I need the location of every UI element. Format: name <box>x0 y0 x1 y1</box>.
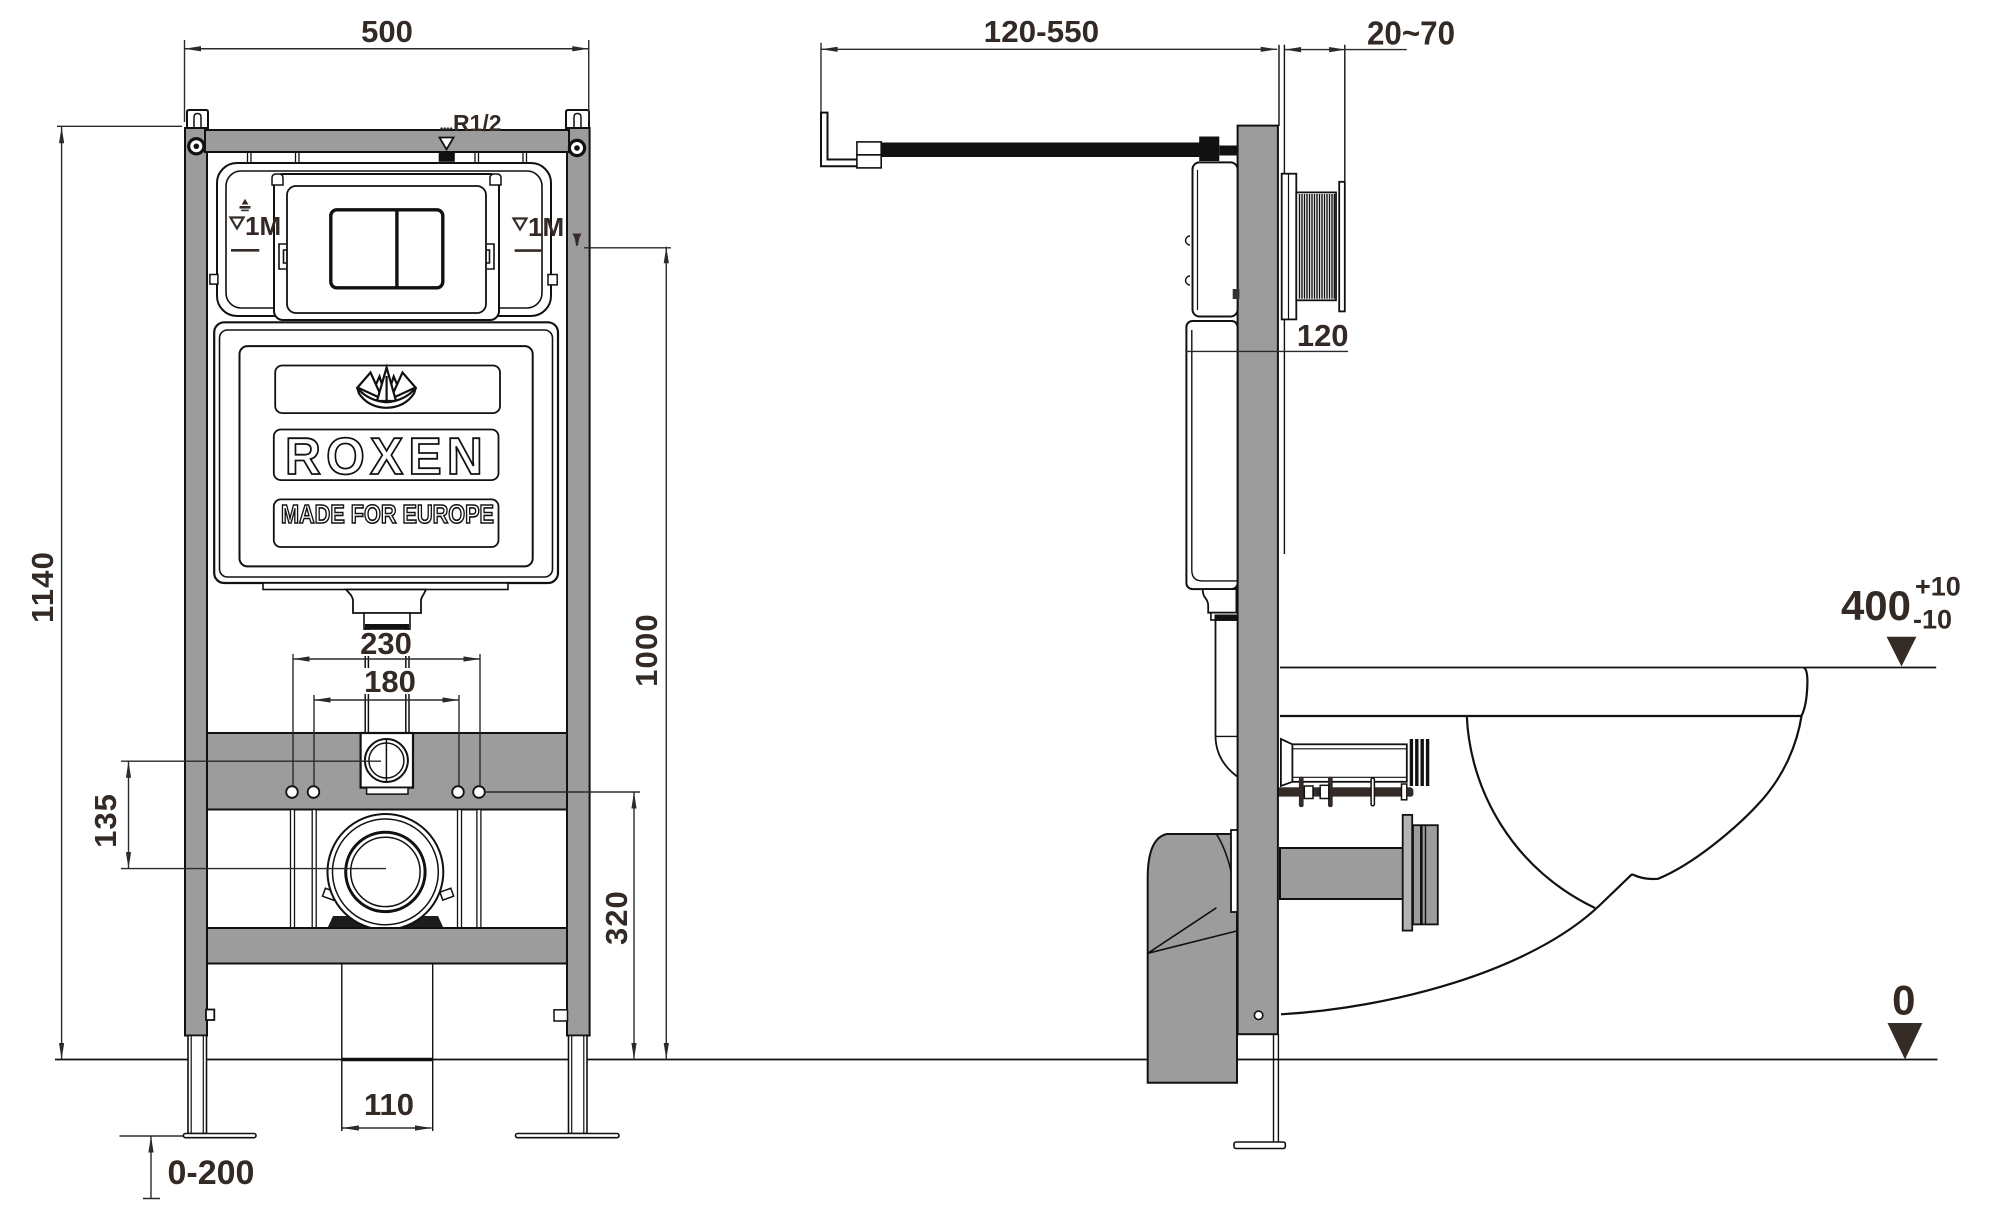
svg-text:180: 180 <box>364 664 416 699</box>
svg-text:R1/2: R1/2 <box>453 110 502 136</box>
svg-text:1M: 1M <box>245 211 281 241</box>
svg-text:ROXEN: ROXEN <box>285 428 488 486</box>
svg-text:1140: 1140 <box>25 551 60 623</box>
svg-text:-10: -10 <box>1913 605 1952 635</box>
svg-text:320: 320 <box>599 890 634 945</box>
svg-text:0: 0 <box>1892 976 1915 1023</box>
svg-text:120: 120 <box>1297 318 1349 353</box>
svg-text:110: 110 <box>364 1087 414 1122</box>
svg-text:120-550: 120-550 <box>984 14 1100 49</box>
svg-text:MADE FOR EUROPE: MADE FOR EUROPE <box>281 499 494 529</box>
svg-text:20~70: 20~70 <box>1367 15 1455 52</box>
svg-text:500: 500 <box>361 14 413 49</box>
svg-text:1000: 1000 <box>629 613 664 687</box>
svg-text:+10: +10 <box>1915 572 1961 602</box>
svg-text:0-200: 0-200 <box>168 1154 255 1192</box>
svg-text:135: 135 <box>88 793 123 848</box>
svg-text:1M: 1M <box>528 212 564 242</box>
svg-text:230: 230 <box>360 626 412 661</box>
svg-text:400: 400 <box>1841 582 1911 629</box>
